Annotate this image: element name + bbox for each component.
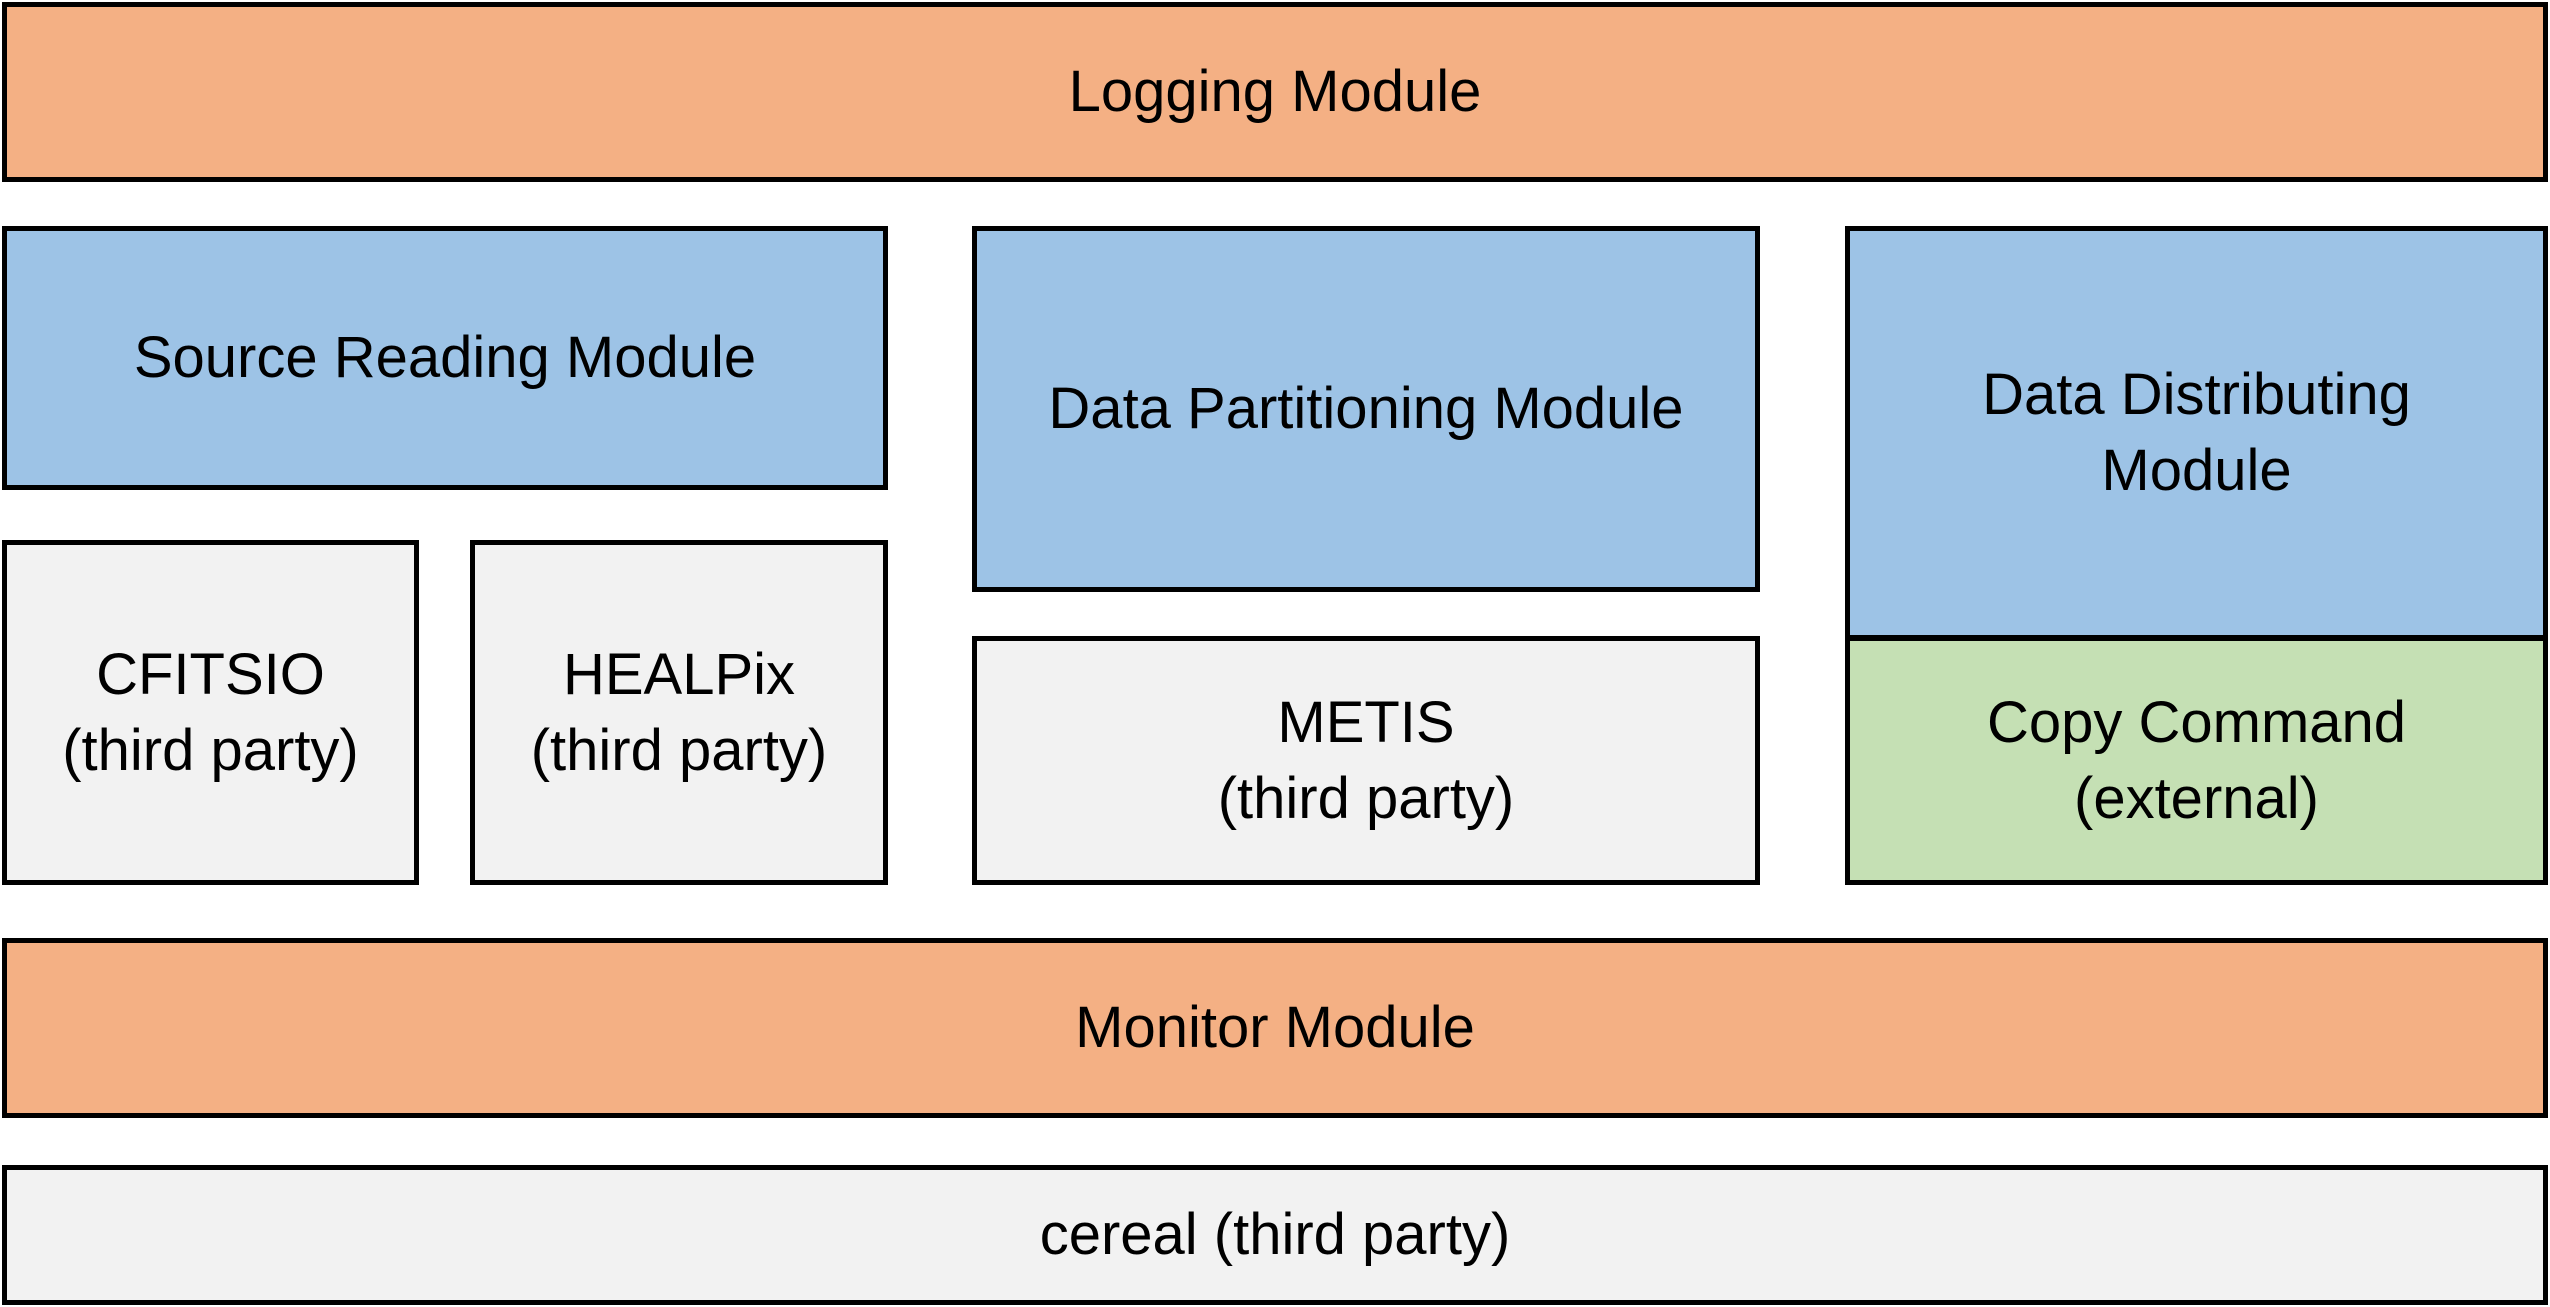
metis-label: METIS (third party) (1217, 689, 1515, 831)
cereal-label: cereal (third party) (1039, 1202, 1511, 1267)
cereal-box: cereal (third party) (2, 1165, 2548, 1305)
logging-module-label: Logging Module (1068, 59, 1482, 124)
data-partitioning-module-box: Data Partitioning Module (972, 226, 1760, 592)
monitor-module-box: Monitor Module (2, 938, 2548, 1118)
logging-module-box: Logging Module (2, 2, 2548, 182)
healpix-box: HEALPix (third party) (470, 540, 888, 885)
data-distributing-module-box: Data Distributing Module (1845, 226, 2548, 640)
cfitsio-label: CFITSIO (third party) (62, 641, 359, 783)
copy-command-box: Copy Command (external) (1845, 636, 2548, 885)
copy-command-label: Copy Command (external) (1986, 689, 2407, 831)
data-distributing-module-label: Data Distributing Module (1982, 362, 2411, 503)
source-reading-module-label: Source Reading Module (133, 325, 757, 390)
monitor-module-label: Monitor Module (1075, 995, 1475, 1060)
healpix-label: HEALPix (third party) (530, 641, 828, 783)
metis-box: METIS (third party) (972, 636, 1760, 885)
data-partitioning-module-label: Data Partitioning Module (1048, 376, 1684, 441)
source-reading-module-box: Source Reading Module (2, 226, 888, 490)
cfitsio-box: CFITSIO (third party) (2, 540, 419, 885)
